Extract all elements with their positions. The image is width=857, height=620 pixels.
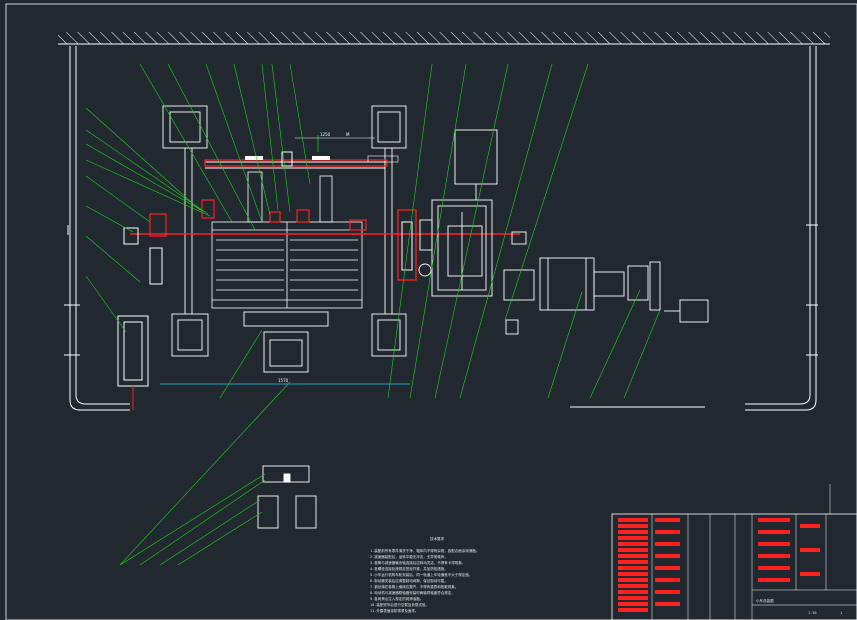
dim-lower: 1570: [278, 378, 289, 383]
top-dimension: 1250 M: [295, 132, 399, 163]
note-line: 2.减速器装配后，运转平稳无冲击，无异常噪声。: [370, 554, 448, 559]
hoist-drum: [211, 171, 363, 309]
top-beam: [204, 135, 388, 167]
note-line: 11.外露表面涂防锈漆及面漆。: [370, 608, 418, 613]
drawing-frame: [5, 3, 857, 620]
dim-top-left: 1250: [320, 132, 331, 137]
title-block-sheet: 1: [840, 611, 842, 615]
notes-heading: 技术要求: [430, 536, 444, 541]
left-coupling: [117, 199, 367, 410]
note-line: 6.制动器安装后应调整制动间隙，保证制动可靠。: [370, 578, 448, 583]
note-line: 1.装配前所有零件清洗干净，箱体内不得有杂物，各配合面涂润滑脂。: [370, 548, 479, 553]
detail-views: [257, 465, 317, 529]
reducer-gearbox: [418, 129, 498, 297]
hook-block: [243, 311, 329, 373]
title-block-scale: 1:10: [808, 611, 816, 615]
brake-unit: [397, 209, 417, 281]
leader-lines: [85, 63, 661, 566]
parts-list-table: 小车总装图 1:10 1: [611, 484, 857, 620]
note-line: 3.卷筒与减速器输出轴连接后应转动灵活，不得有卡滞现象。: [370, 560, 465, 565]
note-line: 7.钢丝绳在卷筒上缠绕应整齐，不得有重叠和松散现象。: [370, 584, 458, 589]
drum-grooves: [216, 239, 358, 291]
hoist-motor: [503, 231, 709, 335]
title-block-title: 小车总装图: [756, 598, 774, 603]
technical-notes: 技术要求 1.装配前所有零件清洗干净，箱体内不得有杂物，各配合面涂润滑脂。 2.…: [370, 536, 479, 613]
note-line: 9.各润滑点注入规定的润滑油脂。: [370, 596, 423, 601]
dim-top-right: M: [346, 132, 350, 137]
lower-dimension: 1570: [160, 378, 410, 385]
note-line: 8.电动机与减速器联轴器安装时两轴同轴度符合规定。: [370, 590, 455, 595]
note-line: 4.各螺栓连接处按规定扭矩拧紧，并加防松措施。: [370, 566, 448, 571]
trolley-frame: [162, 105, 407, 357]
side-rails: [64, 46, 818, 411]
ceiling-hatch: [58, 32, 830, 45]
note-line: 10.装配完毕后进行空载及负载试验。: [370, 602, 429, 607]
note-line: 5.小车运行机构车轮安装后，同一轨道上车轮偏差不大于规定值。: [370, 572, 472, 577]
